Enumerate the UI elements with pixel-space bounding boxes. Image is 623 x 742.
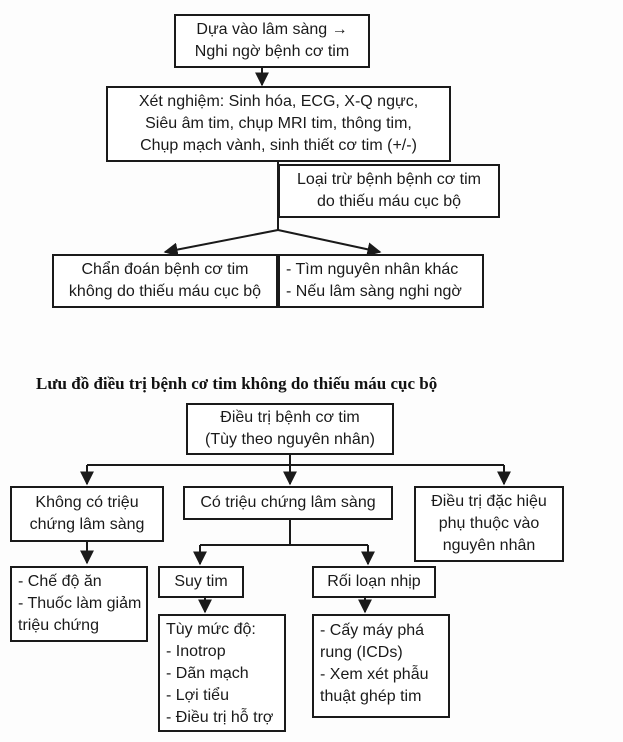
exclude-box: Loại trừ bệnh bệnh cơ tim do thiếu máu c…: [278, 164, 500, 218]
arrow-to-other: [277, 229, 382, 257]
diagnosis-line-2: không do thiếu máu cục bộ: [68, 283, 262, 300]
tests-line-2: Siêu âm tim, chụp MRI tim, thông tim,: [145, 115, 412, 132]
tests-line-1: Xét nghiệm: Sinh hóa, ECG, X-Q ngực,: [138, 93, 419, 110]
other-line-1: - Tìm nguyên nhân khác: [286, 261, 459, 278]
arr-treatment-line-3: - Xem xét phẫu: [320, 666, 429, 683]
no-symptoms-box: Không có triệu chứng lâm sàng: [10, 486, 164, 542]
hf-treatment-box: Tùy mức độ: - Inotrop - Dãn mạch - Lợi t…: [158, 614, 286, 732]
start-line-1: Dựa vào lâm sàng →: [196, 21, 348, 38]
hf-treatment-line-3: - Dãn mạch: [166, 665, 249, 682]
arrhythmia-label: Rối loạn nhịp: [327, 573, 421, 590]
diagnosis-box: Chẩn đoán bệnh cơ tim không do thiếu máu…: [52, 254, 278, 308]
start-line-2: Nghi ngờ bệnh cơ tim: [194, 43, 350, 60]
symptoms-box: Có triệu chứng lâm sàng: [183, 486, 393, 520]
diet-line-2: - Thuốc làm giảm: [18, 595, 142, 612]
tests-box: Xét nghiệm: Sinh hóa, ECG, X-Q ngực, Siê…: [106, 86, 451, 162]
arr-treatment-line-1: - Cấy máy phá: [320, 622, 425, 639]
flowchart-title: Lưu đồ điều trị bệnh cơ tim không do thi…: [36, 374, 438, 393]
specific-line-1: Điều trị đặc hiệu: [431, 493, 547, 510]
specific-line-2: phụ thuộc vào: [438, 515, 540, 532]
start-box: Dựa vào lâm sàng → Nghi ngờ bệnh cơ tim: [174, 14, 370, 68]
diet-box: - Chế độ ăn - Thuốc làm giảm triệu chứng: [10, 566, 148, 642]
diet-line-3: triệu chứng: [18, 617, 99, 634]
heart-failure-box: Suy tim: [158, 566, 244, 598]
other-box: - Tìm nguyên nhân khác - Nếu lâm sàng ng…: [278, 254, 484, 308]
exclude-line-2: do thiếu máu cục bộ: [316, 193, 462, 210]
tests-line-3: Chụp mạch vành, sinh thiết cơ tim (+/-): [140, 137, 417, 154]
hf-treatment-line-5: - Điều trị hỗ trợ: [166, 709, 274, 726]
arrow-to-diagnosis: [163, 229, 279, 257]
no-symptoms-line-2: chứng lâm sàng: [29, 516, 145, 533]
treat-box: Điều trị bệnh cơ tim (Tùy theo nguyên nh…: [186, 403, 394, 455]
specific-box: Điều trị đặc hiệu phụ thuộc vào nguyên n…: [414, 486, 564, 562]
specific-line-3: nguyên nhân: [442, 537, 536, 554]
hf-treatment-line-2: - Inotrop: [166, 643, 226, 660]
arr-treatment-box: - Cấy máy phá rung (ICDs) - Xem xét phẫu…: [312, 614, 450, 718]
heart-failure-label: Suy tim: [174, 573, 228, 590]
diet-line-1: - Chế độ ăn: [18, 573, 102, 590]
arr-treatment-line-2: rung (ICDs): [320, 644, 403, 661]
hf-treatment-line-1: Tùy mức độ:: [166, 621, 256, 638]
symptoms-line-1: Có triệu chứng lâm sàng: [200, 494, 376, 511]
diagnosis-line-1: Chẩn đoán bệnh cơ tim: [81, 261, 249, 278]
exclude-line-1: Loại trừ bệnh bệnh cơ tim: [297, 171, 481, 188]
other-line-2: - Nếu lâm sàng nghi ngờ: [286, 283, 462, 300]
hf-treatment-line-4: - Lợi tiểu: [166, 687, 229, 704]
no-symptoms-line-1: Không có triệu: [35, 494, 139, 511]
treat-line-2: (Tùy theo nguyên nhân): [205, 431, 375, 448]
arr-treatment-line-4: thuật ghép tim: [320, 688, 422, 705]
arrhythmia-box: Rối loạn nhịp: [312, 566, 436, 598]
treat-line-1: Điều trị bệnh cơ tim: [220, 409, 360, 426]
